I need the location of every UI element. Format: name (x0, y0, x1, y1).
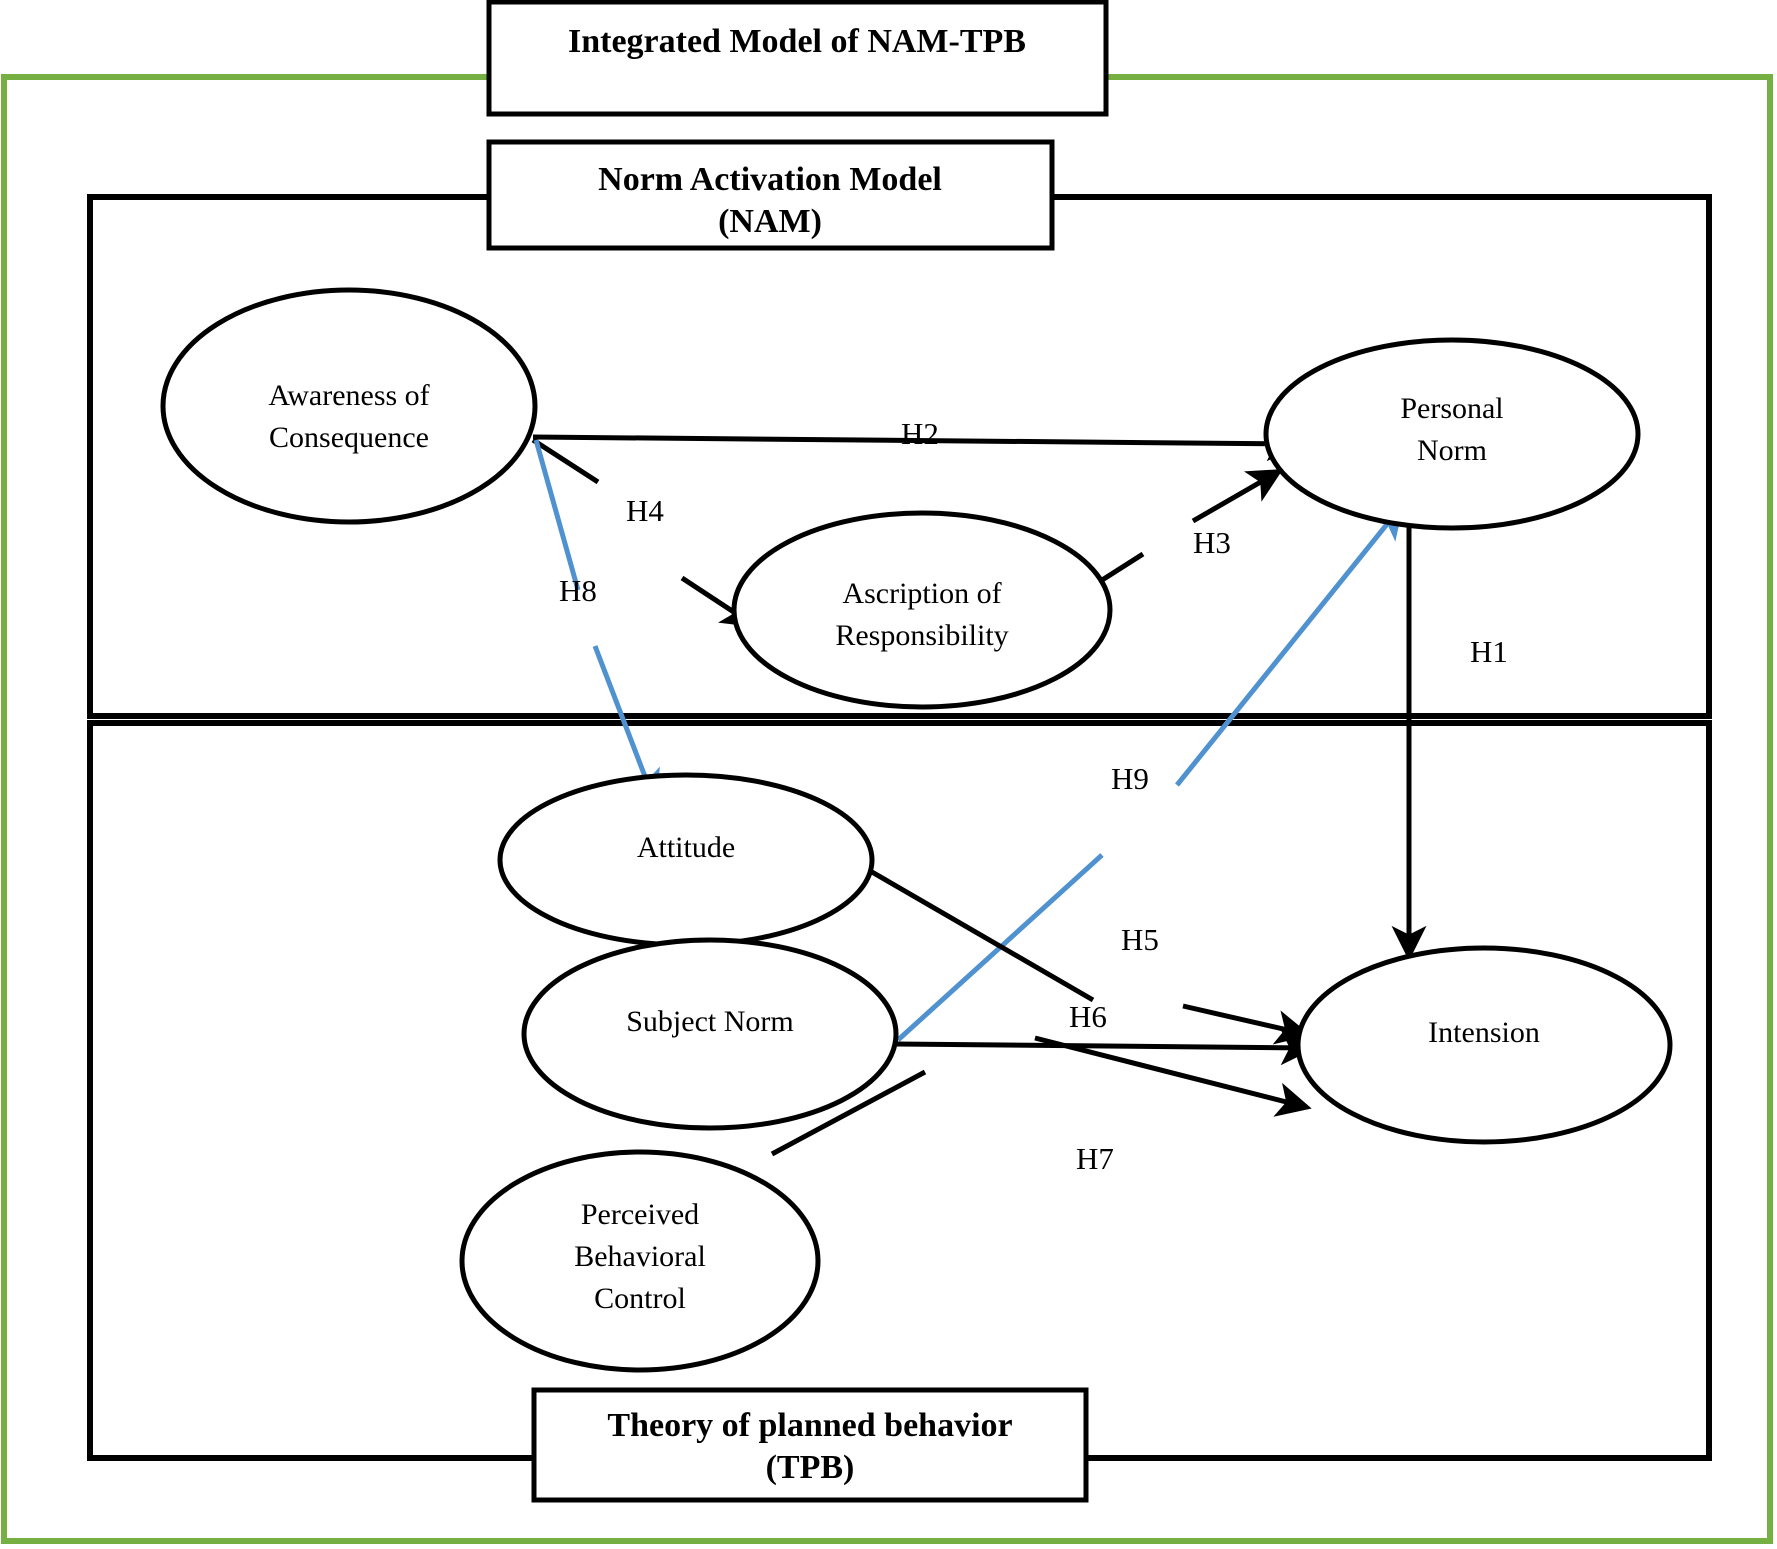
link-h2 (532, 426, 1302, 462)
node-personal-norm[interactable]: Personal Norm (1263, 337, 1641, 531)
node-subject-norm[interactable]: Subject Norm (521, 937, 899, 1131)
nam-caption-line2: (NAM) (718, 203, 822, 240)
attitude-label: Attitude (637, 831, 735, 864)
link-h8-stub (533, 439, 581, 591)
integrated-caption-text: Integrated Model of NAM-TPB (568, 23, 1026, 60)
nam-caption-box (486, 139, 1055, 251)
link-h3 (1191, 469, 1284, 524)
hypothesis-label-h3: H3 (1193, 525, 1231, 560)
hypothesis-label-h1: H1 (1470, 634, 1508, 669)
link-h4-stub (531, 437, 600, 485)
link-h5-stub (870, 869, 1095, 1003)
hypothesis-label-h8: H8 (559, 573, 597, 608)
awareness-label-line2: Consequence (269, 421, 429, 454)
pbc-ellipse (459, 1149, 821, 1373)
pbc-label-line1: Perceived (581, 1198, 699, 1231)
intension-ellipse (1295, 945, 1673, 1145)
pbc-label-line2: Behavioral (574, 1240, 706, 1273)
caption-nam: Norm Activation Model (NAM) (486, 139, 1055, 251)
caption-tpb: Theory of planned behavior (TPB) (531, 1387, 1089, 1503)
ascription-label-line1: Ascription of (842, 577, 1001, 610)
link-h5 (1182, 1003, 1311, 1045)
node-awareness-of-consequence[interactable]: Awareness of Consequence (160, 287, 538, 525)
awareness-label-line1: Awareness of (268, 379, 429, 412)
hypothesis-label-h2: H2 (901, 416, 939, 451)
personal-norm-ellipse (1263, 337, 1641, 531)
hypothesis-label-h7: H7 (1076, 1141, 1114, 1176)
link-h7-stub (770, 1069, 927, 1157)
node-perceived-behavioral-control[interactable]: Perceived Behavioral Control (459, 1149, 821, 1373)
caption-integrated-model: Integrated Model of NAM-TPB (486, 0, 1109, 117)
integrated-caption-box (486, 0, 1109, 117)
outer-green-frame (1, 74, 1773, 1544)
hypothesis-label-h5: H5 (1121, 922, 1159, 957)
subject-norm-label: Subject Norm (626, 1005, 793, 1038)
link-h8 (592, 645, 660, 806)
ascription-label-line2: Responsibility (835, 619, 1008, 652)
node-ascription-of-responsibility[interactable]: Ascription of Responsibility (731, 510, 1113, 710)
ascription-ellipse (731, 510, 1113, 710)
intension-label: Intension (1428, 1016, 1540, 1049)
hypothesis-label-h6: H6 (1069, 999, 1107, 1034)
awareness-ellipse (160, 287, 538, 525)
node-attitude[interactable]: Attitude (497, 772, 875, 948)
node-intension[interactable]: Intension (1295, 945, 1673, 1145)
personal-norm-label-line1: Personal (1400, 392, 1503, 425)
tpb-caption-line1: Theory of planned behavior (607, 1407, 1012, 1444)
personal-norm-label-line2: Norm (1417, 434, 1487, 467)
nam-caption-line1: Norm Activation Model (598, 161, 942, 198)
subject-norm-ellipse (521, 937, 899, 1131)
hypothesis-label-h4: H4 (626, 493, 664, 528)
link-h7 (1034, 1035, 1312, 1117)
tpb-caption-box (531, 1387, 1089, 1503)
tpb-caption-line2: (TPB) (766, 1449, 855, 1486)
link-h6 (895, 1030, 1316, 1066)
hypothesis-label-h9: H9 (1111, 761, 1149, 796)
pbc-label-line3: Control (594, 1282, 686, 1315)
link-h9 (1175, 503, 1404, 787)
